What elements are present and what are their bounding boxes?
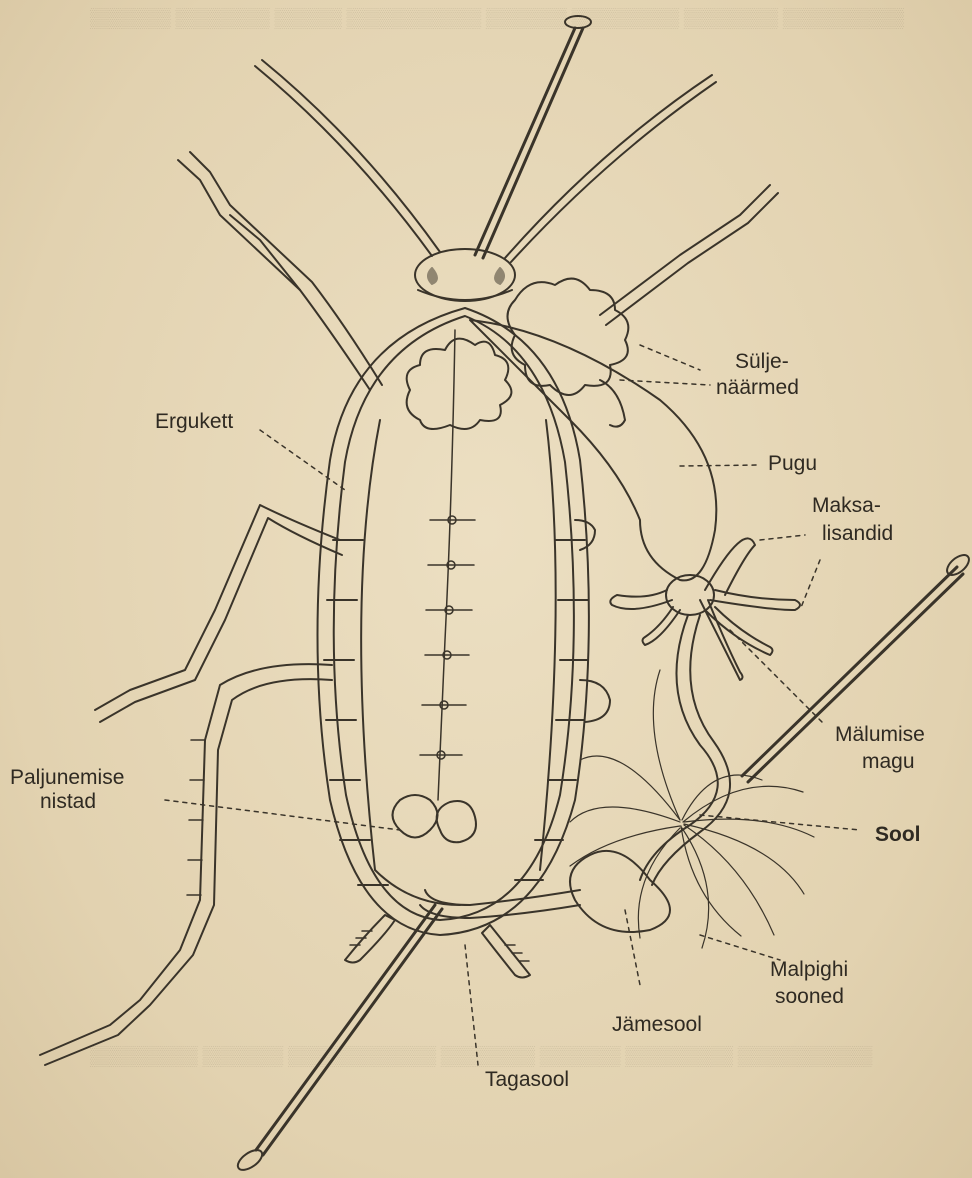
label-ergukett: Ergukett: [155, 410, 233, 434]
label-malpighi: Malpighi: [770, 958, 848, 982]
leader-lines: [165, 345, 860, 1065]
label-sulje: Sülje-: [735, 350, 789, 374]
label-lisandid: lisandid: [822, 522, 893, 546]
label-nistad: nistad: [40, 790, 96, 814]
label-naarmed: näärmed: [716, 376, 799, 400]
head: [415, 249, 515, 301]
leg-front-right: [600, 185, 778, 325]
pin-top: [475, 16, 591, 258]
ovaries: [393, 795, 477, 842]
label-malumise: Mälumise: [835, 723, 925, 747]
label-sool: Sool: [875, 823, 921, 847]
cerci: [345, 915, 530, 978]
nerve-cord: [420, 330, 475, 800]
pin-right: [742, 551, 972, 782]
label-pugu: Pugu: [768, 452, 817, 476]
pin-bottom: [235, 905, 442, 1174]
leg-front-left: [178, 152, 382, 390]
label-magu: magu: [862, 750, 915, 774]
label-tagasool: Tagasool: [485, 1068, 569, 1092]
gizzard-and-caeca: [610, 538, 800, 680]
label-maksa: Maksa-: [812, 494, 881, 518]
label-jamesool: Jämesool: [612, 1013, 702, 1037]
leg-hind-left: [40, 664, 332, 1065]
label-paljunemise: Paljunemise: [10, 766, 124, 790]
hindgut: [420, 851, 670, 932]
label-sooned: sooned: [775, 985, 844, 1009]
antenna-right: [505, 75, 716, 262]
antenna-left: [255, 60, 440, 256]
leg-mid-right-stub: [575, 520, 610, 722]
